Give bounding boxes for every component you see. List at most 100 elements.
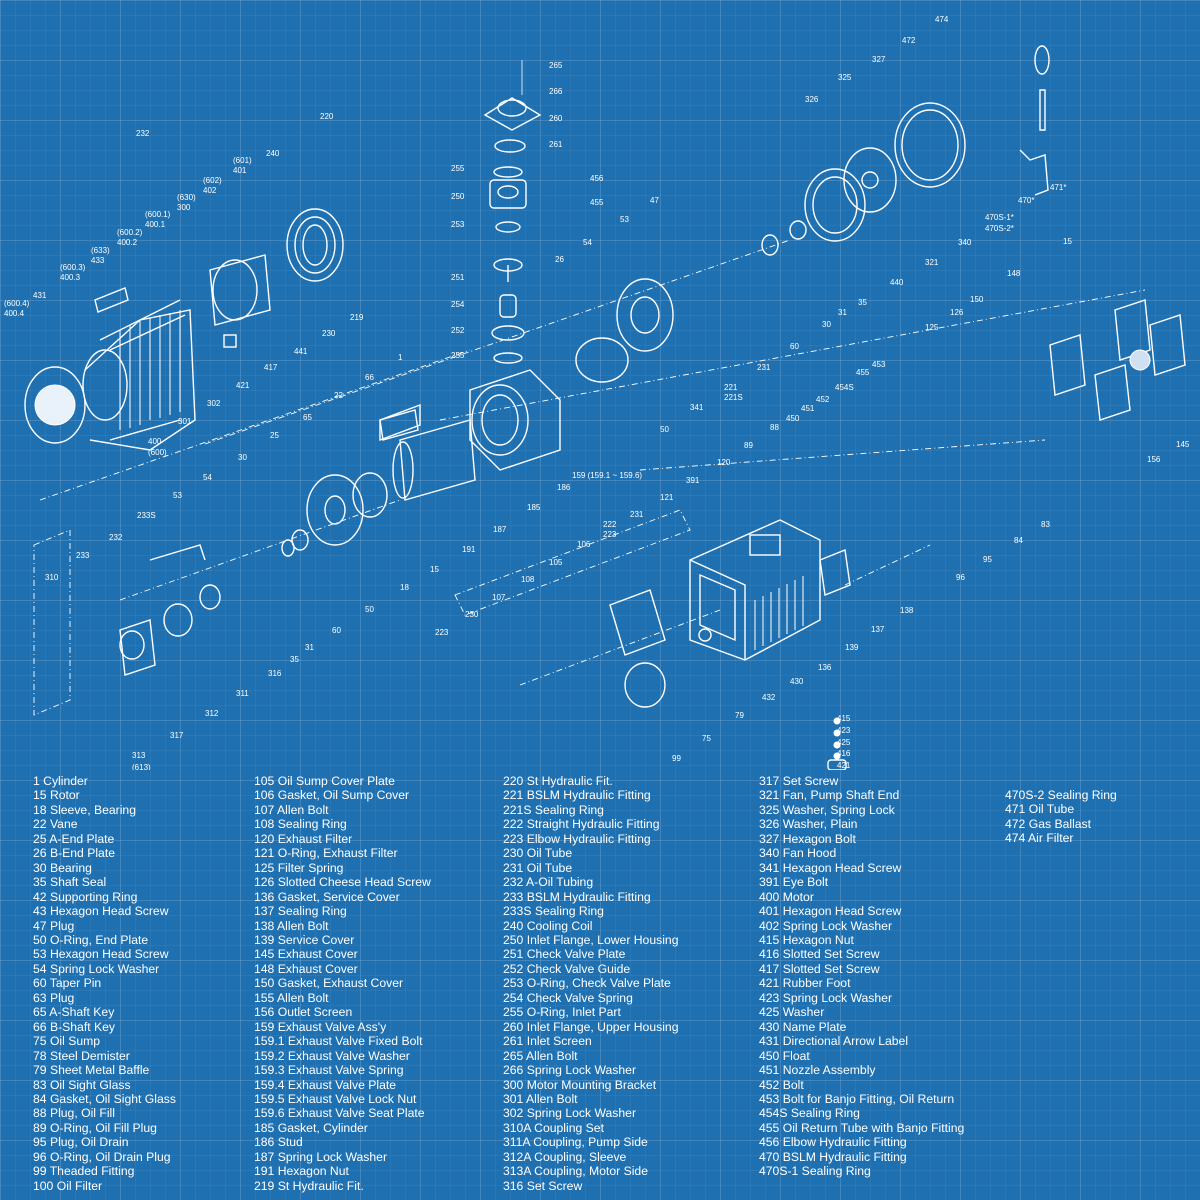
part-callout: 340 (958, 238, 972, 247)
part-callout: 30 (238, 453, 247, 462)
legend-entry: 107 Allen Bolt (254, 802, 329, 817)
part-callout: (600.4) (4, 299, 30, 308)
part-callout: 222 (603, 520, 617, 529)
part-callout: 15 (1063, 237, 1072, 246)
part-callout: 430 (790, 677, 804, 686)
part-callout: 255 (451, 164, 465, 173)
part-callout: 470S-2* (985, 224, 1014, 233)
part-callout: 326 (805, 95, 819, 104)
legend-entry: 219 St Hydraulic Fit. (254, 1178, 364, 1193)
legend-entry: 261 Inlet Screen (503, 1034, 592, 1049)
legend-entry: 456 Elbow Hydraulic Fitting (759, 1135, 907, 1150)
part-callout: 60 (332, 626, 341, 635)
legend-entry: 159.1 Exhaust Valve Fixed Bolt (254, 1034, 423, 1049)
part-callout: 186 (557, 483, 571, 492)
legend-entry: 317 Set Screw (759, 774, 839, 788)
part-callout: 47 (650, 196, 659, 205)
legend-entry: 401 Hexagon Head Screw (759, 904, 902, 919)
legend-entry: 22 Vane (33, 817, 78, 832)
legend-entry: 148 Exhaust Cover (254, 961, 358, 976)
part-callout: 421 (837, 761, 851, 770)
part-callout: 30 (822, 320, 831, 329)
legend-entry: 470S-2 Sealing Ring (1005, 788, 1117, 802)
part-callout: 223 (603, 530, 617, 539)
legend-column-3: 220 St Hydraulic Fit.221 BSLM Hydraulic … (503, 774, 678, 1193)
part-callout: 400.4 (4, 309, 25, 318)
legend-entry: 96 O-Ring, Oil Drain Plug (33, 1149, 171, 1164)
legend-entry: 451 Nozzle Assembly (759, 1063, 876, 1078)
legend-entry: 75 Oil Sump (33, 1034, 101, 1049)
callout-labels: 2652662602612552502532512542522554564554… (4, 15, 1190, 770)
legend-entry: 452 Bolt (759, 1077, 804, 1092)
legend-entry: 50 O-Ring, End Plate (33, 932, 149, 947)
legend-entry: 321 Fan, Pump Shaft End (759, 788, 900, 803)
part-callout: 470* (1018, 196, 1034, 205)
legend-entry: 474 Air Filter (1005, 831, 1074, 846)
legend-entry: 312A Coupling, Sleeve (503, 1149, 627, 1164)
legend-entry: 450 Float (759, 1048, 810, 1063)
legend-entry: 302 Spring Lock Washer (503, 1106, 637, 1121)
part-callout: 391 (686, 476, 700, 485)
part-callout: 125 (925, 323, 939, 332)
part-callout: 250 (451, 192, 465, 201)
part-callout: 253 (451, 220, 465, 229)
part-callout: 240 (266, 149, 280, 158)
legend-entry: 159.3 Exhaust Valve Spring (254, 1063, 404, 1078)
part-callout: (600.1) (145, 210, 171, 219)
legend-entry: 325 Washer, Spring Lock (759, 802, 895, 817)
part-callout: 232 (109, 533, 123, 542)
legend-entry: 137 Sealing Ring (254, 904, 347, 919)
legend-entry: 240 Cooling Coil (503, 918, 593, 933)
part-callout: 83 (1041, 520, 1050, 529)
part-callout: 187 (493, 525, 507, 534)
legend-entry: 47 Plug (33, 918, 75, 933)
legend-entry: 471 Oil Tube (1005, 802, 1075, 817)
part-callout: 313 (132, 751, 146, 760)
part-callout: 35 (290, 655, 299, 664)
legend-entry: 159 Exhaust Valve Ass'y (254, 1019, 387, 1034)
part-callout: 325 (838, 73, 852, 82)
part-callout: 145 (1176, 440, 1190, 449)
part-callout: 452 (816, 395, 830, 404)
legend-entry: 126 Slotted Cheese Head Screw (254, 875, 431, 890)
part-callout: 453 (872, 360, 886, 369)
part-callout: 230 (465, 610, 479, 619)
part-callout: 108 (521, 575, 535, 584)
legend-entry: 79 Sheet Metal Baffle (33, 1063, 150, 1078)
part-callout: 159 (159.1 ~ 159.6) (572, 471, 642, 480)
legend-entry: 53 Hexagon Head Screw (33, 947, 169, 962)
part-callout: 121 (660, 493, 674, 502)
legend-entry: 78 Steel Demister (33, 1048, 130, 1063)
part-callout: 433 (91, 256, 105, 265)
part-callout: 472 (902, 36, 916, 45)
part-callout: 431 (33, 291, 47, 300)
legend-entry: 231 Oil Tube (503, 860, 573, 875)
part-callout: 455 (590, 198, 604, 207)
part-callout: 432 (762, 693, 776, 702)
legend-entry: 145 Exhaust Cover (254, 947, 358, 962)
part-callout: 232 (136, 129, 150, 138)
part-callout: 60 (790, 342, 799, 351)
part-callout: 220 (320, 112, 334, 121)
part-callout: 266 (549, 87, 563, 96)
part-callout: 35 (858, 298, 867, 307)
legend-entry: 454S Sealing Ring (759, 1106, 860, 1121)
part-callout: 185 (527, 503, 541, 512)
legend-entry: 35 Shaft Seal (33, 875, 107, 890)
legend-entry: 313A Coupling, Motor Side (503, 1164, 648, 1179)
legend-entry: 66 B-Shaft Key (33, 1019, 115, 1034)
part-callout: 50 (660, 425, 669, 434)
part-callout: 15 (430, 565, 439, 574)
part-callout: 400.2 (117, 238, 138, 247)
part-callout: 156 (1147, 455, 1161, 464)
legend-entry: 89 O-Ring, Oil Fill Plug (33, 1120, 157, 1135)
part-callout: 402 (203, 186, 217, 195)
legend-entry: 253 O-Ring, Check Valve Plate (503, 976, 671, 991)
legend-entry: 425 Washer (759, 1005, 825, 1020)
pump-cylinder (119, 369, 561, 676)
motor-assembly (24, 208, 344, 451)
legend-entry: 54 Spring Lock Washer (33, 961, 160, 976)
legend-entry: 221S Sealing Ring (503, 802, 604, 817)
